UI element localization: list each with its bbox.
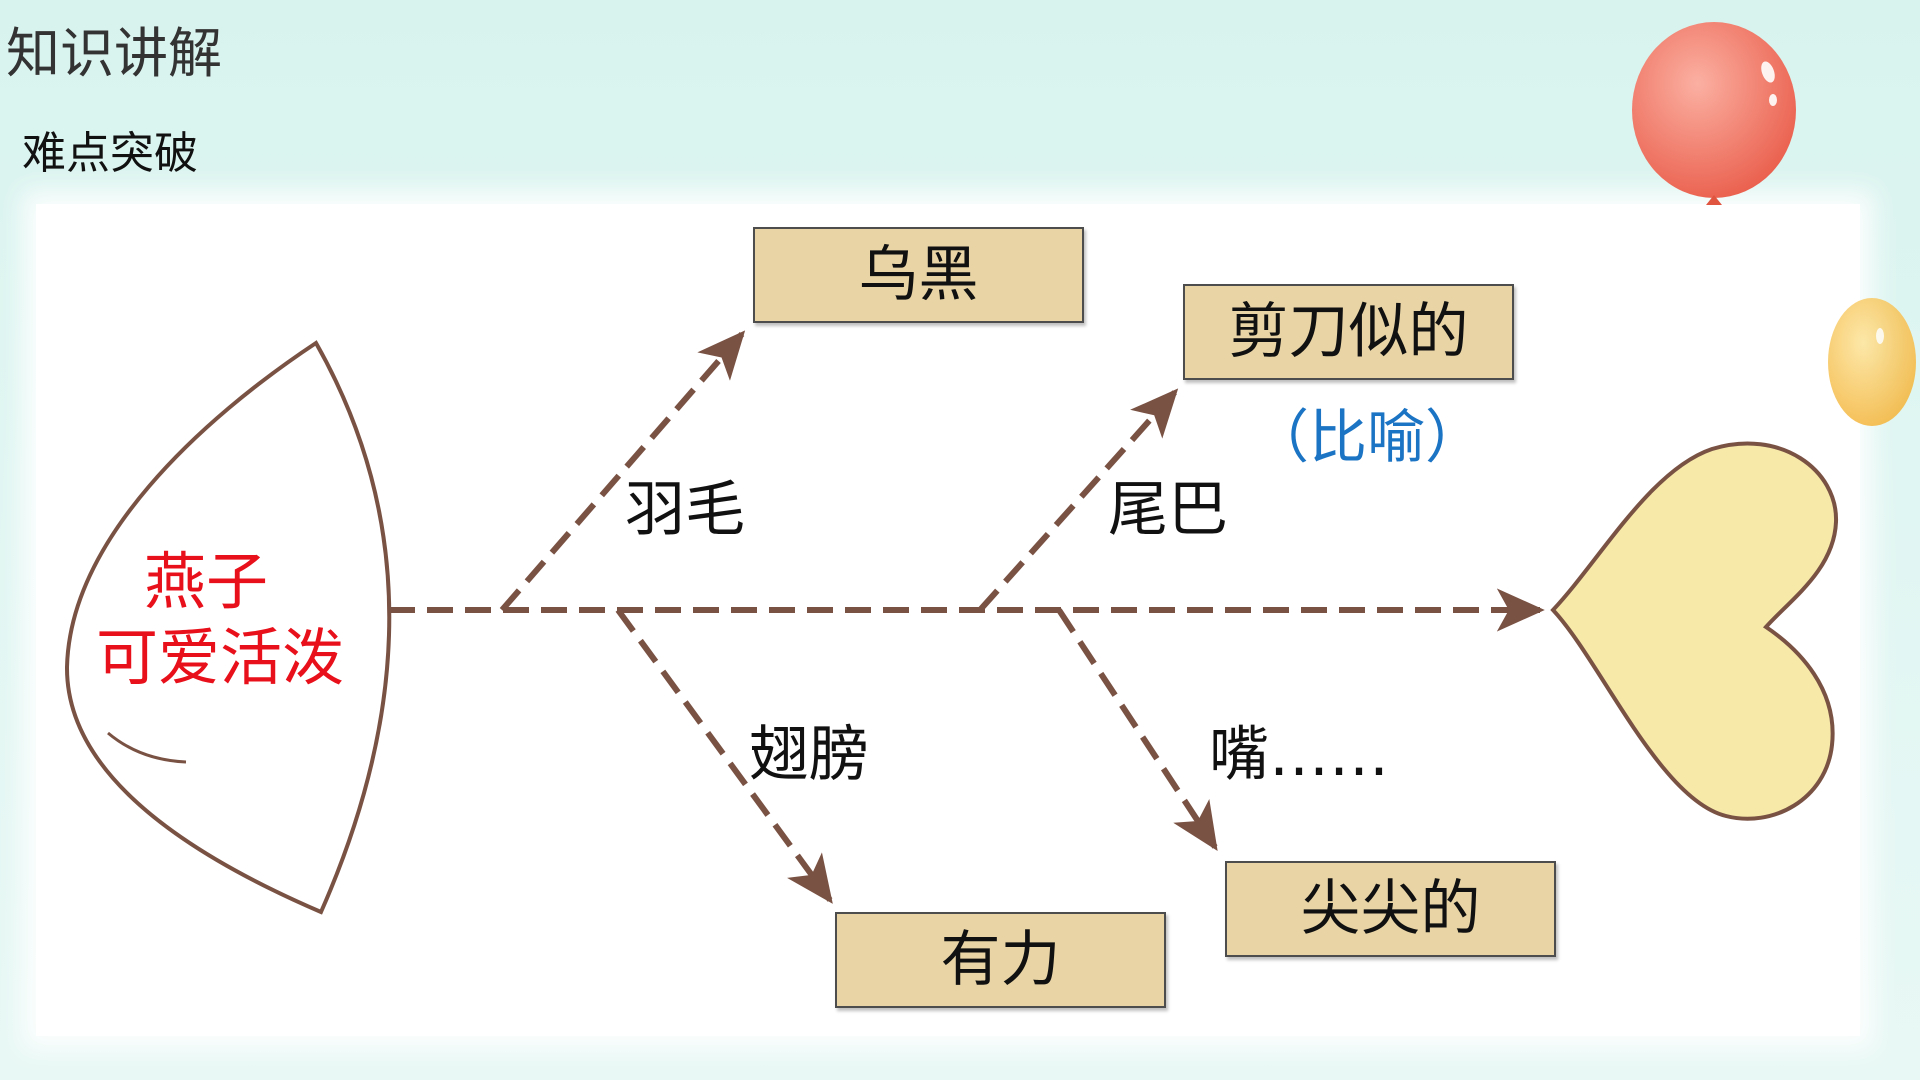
branch-label-wing: 翅膀 — [749, 720, 869, 790]
detail-box-tail: 剪刀似的 — [1183, 284, 1514, 380]
red-balloon-icon — [1632, 22, 1796, 205]
detail-text-tail: 剪刀似的 — [1228, 297, 1469, 367]
yellow-balloon-icon — [1828, 298, 1916, 426]
detail-box-wing: 有力 — [835, 912, 1166, 1008]
head-summary: 可爱活泼 — [96, 621, 345, 694]
detail-text-beak: 尖尖的 — [1300, 874, 1481, 944]
bone-wing-arrow — [615, 608, 833, 904]
branch-label-feather: 羽毛 — [625, 475, 745, 545]
slide-title: 知识讲解 — [6, 22, 222, 85]
fish-head — [64, 340, 392, 915]
bone-beak-arrow — [1056, 608, 1218, 852]
branch-label-beak: 嘴…… — [1209, 720, 1389, 790]
figure-of-speech-note: （比喻） — [1251, 403, 1484, 471]
bone-feather-arrow — [499, 330, 746, 612]
detail-text-wing: 有力 — [940, 925, 1061, 995]
slide-subtitle: 难点突破 — [22, 128, 198, 179]
fish-gill — [107, 731, 187, 764]
bone-tail-arrow — [977, 388, 1179, 613]
branch-label-tail: 尾巴 — [1108, 475, 1228, 545]
fish-tail-heart — [1550, 441, 1839, 821]
head-subject: 燕子 — [144, 545, 269, 618]
detail-box-beak: 尖尖的 — [1225, 861, 1556, 957]
detail-box-feather: 乌黑 — [753, 227, 1084, 323]
detail-text-feather: 乌黑 — [858, 240, 979, 310]
